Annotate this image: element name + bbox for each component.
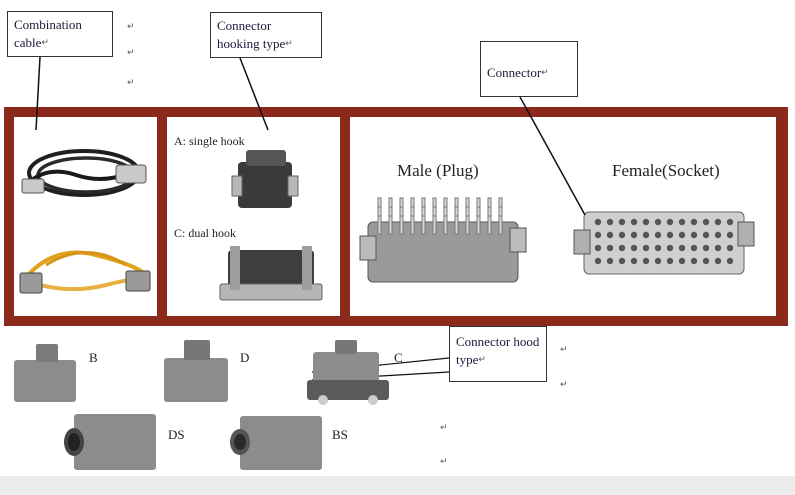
male-connector-image xyxy=(359,197,527,283)
female-hole xyxy=(618,257,626,265)
dual-hook-image xyxy=(219,246,323,301)
male-pin xyxy=(498,215,503,235)
hood-ds-label: DS xyxy=(168,427,185,442)
single-hook-image xyxy=(231,150,299,208)
female-hole xyxy=(630,244,638,252)
hood-b-label: B xyxy=(89,350,98,365)
female-hole xyxy=(642,244,650,252)
male-pin xyxy=(432,215,437,235)
paragraph-mark: ↵ xyxy=(440,457,448,467)
male-pin xyxy=(410,215,415,235)
male-pin xyxy=(476,215,481,235)
male-pin xyxy=(377,215,382,235)
female-hole xyxy=(678,231,686,239)
female-hole xyxy=(702,257,710,265)
female-hole xyxy=(654,218,662,226)
hood-c-image xyxy=(307,340,389,405)
female-hole xyxy=(666,231,674,239)
male-pin xyxy=(487,215,492,235)
bottom-scroll-strip xyxy=(0,476,795,495)
female-hole xyxy=(714,257,722,265)
paragraph-mark: ↵ xyxy=(560,380,568,390)
yellow-cable-image xyxy=(19,250,151,294)
connector-callout: Connector↵ xyxy=(480,41,578,97)
female-hole xyxy=(690,244,698,252)
hood-bs-label: BS xyxy=(332,427,348,442)
dual-hook-label: C: dual hook xyxy=(174,226,236,240)
female-hole xyxy=(666,218,674,226)
female-hole xyxy=(594,218,602,226)
hood-type-text: Connector hood type xyxy=(456,334,540,367)
female-hole xyxy=(666,257,674,265)
female-hole xyxy=(714,244,722,252)
female-hole xyxy=(630,257,638,265)
hood-bs-image xyxy=(230,416,322,470)
female-hole xyxy=(690,231,698,239)
female-connector-image xyxy=(573,211,755,275)
single-hook-label: A: single hook xyxy=(174,134,245,148)
hooking-type-callout: Connector hooking type↵ xyxy=(210,12,322,58)
male-pin xyxy=(443,215,448,235)
female-hole xyxy=(642,231,650,239)
hood-d-label: D xyxy=(240,350,250,365)
male-pin xyxy=(399,215,404,235)
black-cable-image xyxy=(21,149,147,197)
female-hole xyxy=(726,244,734,252)
female-hole xyxy=(702,244,710,252)
female-hole xyxy=(594,257,602,265)
female-hole xyxy=(594,244,602,252)
female-socket-label: Female(Socket) xyxy=(612,161,720,180)
female-hole xyxy=(702,218,710,226)
female-hole xyxy=(726,231,734,239)
female-hole xyxy=(678,257,686,265)
female-hole xyxy=(714,218,722,226)
hood-ds-image xyxy=(64,414,156,470)
paragraph-mark: ↵ xyxy=(440,423,448,433)
male-pin xyxy=(454,215,459,235)
female-hole xyxy=(642,257,650,265)
female-hole xyxy=(606,257,614,265)
female-hole xyxy=(726,257,734,265)
hood-c-label: C xyxy=(394,350,403,365)
paragraph-mark: ↵ xyxy=(127,48,135,58)
female-hole xyxy=(654,257,662,265)
paragraph-mark: ↵ xyxy=(560,345,568,355)
combination-cable-text: Combination cable xyxy=(14,17,82,50)
female-hole xyxy=(618,218,626,226)
hood-b-image xyxy=(14,344,76,402)
combination-cable-callout: Combination cable↵ xyxy=(7,11,113,57)
female-hole xyxy=(618,244,626,252)
female-hole xyxy=(654,244,662,252)
female-hole xyxy=(618,231,626,239)
hooking-type-text: Connector hooking type xyxy=(217,18,286,51)
paragraph-mark: ↵ xyxy=(127,78,135,88)
female-hole xyxy=(678,244,686,252)
paragraph-mark: ↵ xyxy=(127,22,135,32)
female-hole xyxy=(714,231,722,239)
female-hole xyxy=(678,218,686,226)
female-hole xyxy=(690,218,698,226)
female-hole xyxy=(606,218,614,226)
female-hole xyxy=(654,231,662,239)
hood-d-image xyxy=(164,340,228,402)
female-hole xyxy=(606,231,614,239)
female-hole xyxy=(606,244,614,252)
female-hole xyxy=(690,257,698,265)
female-hole xyxy=(630,218,638,226)
male-plug-label: Male (Plug) xyxy=(397,161,479,180)
female-hole xyxy=(594,231,602,239)
female-hole xyxy=(726,218,734,226)
female-hole xyxy=(702,231,710,239)
connector-text: Connector xyxy=(487,65,542,80)
male-pin xyxy=(465,215,470,235)
female-hole xyxy=(642,218,650,226)
male-pin xyxy=(421,215,426,235)
female-hole xyxy=(666,244,674,252)
male-pin xyxy=(388,215,393,235)
hood-type-callout: Connector hood type↵ xyxy=(449,326,547,382)
female-hole xyxy=(630,231,638,239)
